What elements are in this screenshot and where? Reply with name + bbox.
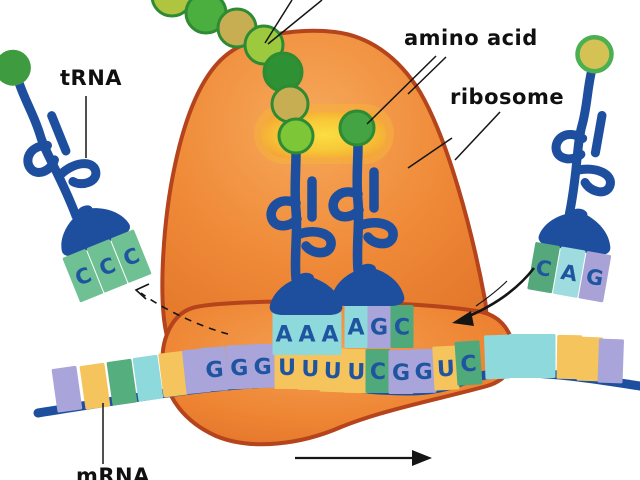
mrna-base-box-letter: U [323,359,342,385]
p-site-anticodon-box-letter: A [321,323,338,348]
amino-acid-label: amino acid [404,26,538,50]
mrna-base-box [530,334,556,378]
mrna-base-box [79,362,111,410]
mrna-base-box-letter: G [253,355,271,380]
mrna-base-box-letter: G [392,361,410,386]
mrna-base-box-letter: U [301,357,319,382]
mrna-base-box: U [432,345,460,391]
mrna-base-box-letter: U [278,356,296,381]
incoming-trna-anticodon-box: G [578,251,612,303]
mrna-base-box-letter: C [460,352,478,378]
mrna-base-box: C [454,340,483,386]
mrna-base-box: C [365,349,391,393]
mrna-base-box-letter: G [205,357,225,383]
exiting-trna-anticodon-box: C [110,229,152,283]
trna-label: tRNA [60,66,122,90]
mrna-base-box: G [200,346,229,392]
amino-acid-pointer-line [366,55,437,125]
ribosome-pointer-line [454,111,501,161]
exit-arrow [134,283,229,335]
incoming-trna-anticodon-box: C [527,242,560,294]
mrna-base-box [106,358,138,406]
a-site-anticodon-box-letter: C [394,316,410,341]
a-site-anticodon-box-letter: A [347,316,364,341]
mrna-base-box [158,350,189,398]
exiting-trna-amino-acid [0,49,31,86]
incoming-trna-foot [538,208,611,255]
amino-acid-circle [270,84,310,124]
mrna-base-box: G [410,348,437,394]
amino-acid-circle [277,117,315,155]
mrna-base-box: U [319,347,346,393]
mrna-base-box-letter: U [347,360,365,385]
a-site-amino-acid-circle [338,109,376,147]
a-site-trna-foot [331,263,405,306]
mrna-base-box [132,354,164,402]
entry-arrow [452,267,536,326]
translation-direction-arrow [295,450,432,466]
incoming-trna-amino-acid [575,34,614,74]
a-site-anticodon-box: A [344,305,368,348]
p-site-anticodon-box: A [272,312,296,355]
mrna-base-box [508,334,534,378]
exiting-trna-foot [61,205,131,256]
mrna-base-box-letter: C [370,360,386,385]
incoming-trna-anticodon-box-letter: G [584,264,605,291]
mrna-base-box [51,365,83,413]
mrna-base-box [597,338,624,384]
amino-acid-circle [262,51,304,93]
p-site-anticodon-box-letter: A [275,323,292,348]
p-site-anticodon-box: A [318,312,342,355]
exiting-trna-anticodon-box: C [62,249,103,303]
mrna-base-box-letter: G [230,356,249,382]
mrna-base-box-letter: G [414,360,432,385]
p-site-trna-foot [269,272,343,315]
a-site-anticodon-box-letter: G [370,316,388,341]
p-site-trna [266,149,343,315]
incoming-trna-anticodon-box-letter: A [559,260,580,287]
mrna-base-box [556,334,583,380]
ribosome-label: ribosome [450,85,564,109]
mrna-base-box: U [274,345,300,389]
polypeptide-chain [150,0,376,155]
a-site-trna [328,140,405,306]
chain-pointer-line [264,0,293,44]
incoming-trna-anticodon-box-letter: C [534,255,553,281]
mrna-base-box [484,334,511,380]
amino-acid-pointer-line-2 [407,56,447,95]
mrna-base-box-letter: U [436,357,455,383]
chain-pointer-line-2 [267,0,323,45]
incoming-trna-anticodon-box: A [553,246,586,298]
mrna-base-box: U [343,348,370,394]
exiting-trna-anticodon-box: C [86,239,128,293]
mrna-base-box: G [226,344,253,390]
mrna-base-box: G [249,343,276,389]
mrna-base-box: G [388,350,414,394]
amino-acid-circle [150,0,194,18]
a-site-anticodon-box: G [367,305,391,348]
mrna-label: mRNA [76,464,150,480]
p-site-anticodon-box-letter: A [298,323,315,348]
mrna-base-box: U [297,345,324,391]
mrna-base-box [576,336,603,382]
ribosome-pointer-line-2 [407,137,453,169]
a-site-anticodon-box: C [390,305,414,348]
p-site-anticodon-box: A [295,312,319,355]
